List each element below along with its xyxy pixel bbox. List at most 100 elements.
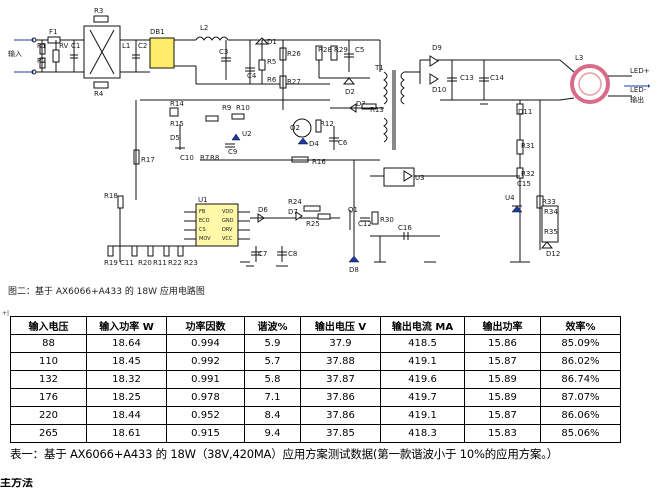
svg-text:L1: L1	[122, 42, 130, 50]
svg-text:D6: D6	[258, 206, 268, 214]
table-row: 110 18.45 0.992 5.7 37.88 419.1 15.87 86…	[10, 352, 621, 371]
svg-text:R15: R15	[170, 120, 184, 128]
controller-U1: U1 FB ECO CS MOV VDD GND DRV VCC	[184, 196, 250, 247]
table-cell: 419.6	[380, 370, 465, 389]
svg-text:D12: D12	[546, 250, 560, 258]
table-row: 220 18.44 0.952 8.4 37.86 419.1 15.87 86…	[10, 406, 621, 425]
table-cell: 419.1	[380, 352, 465, 371]
svg-text:C16: C16	[398, 224, 412, 232]
svg-text:C12: C12	[358, 220, 372, 228]
table-cell: 5.8	[244, 370, 301, 389]
svg-text:R22: R22	[168, 259, 182, 267]
table-cell: 8.4	[244, 406, 301, 425]
svg-text:D4: D4	[309, 140, 319, 148]
svg-text:R18: R18	[104, 192, 118, 200]
svg-text:D5: D5	[170, 134, 180, 142]
table-cell: 85.09%	[540, 334, 621, 353]
circuit-schematic: 输入 F1 R1 R2 RV C1 R3 R4 L1 C2	[8, 7, 650, 274]
svg-text:Q1: Q1	[348, 206, 358, 214]
svg-text:VDD: VDD	[222, 209, 233, 215]
svg-text:F1: F1	[49, 28, 57, 36]
test-data-table: 输入电压 输入功率 W 功率因数 谐波% 输出电压 V 输出电流 MA 输出功率…	[10, 316, 621, 443]
table-cell: 418.3	[380, 424, 465, 443]
table-cell: 18.45	[86, 352, 167, 371]
svg-text:CS: CS	[199, 227, 206, 233]
svg-text:R7: R7	[200, 154, 209, 162]
svg-text:R4: R4	[94, 90, 104, 98]
table-cell: 418.5	[380, 334, 465, 353]
svg-text:R12: R12	[320, 120, 334, 128]
header-output-voltage: 输出电压 V	[300, 316, 381, 335]
table-cell: 88	[10, 334, 87, 353]
next-section-heading: 主方法	[0, 478, 33, 488]
bridge-rectifier-DB1: DB1	[149, 28, 196, 69]
svg-text:D10: D10	[432, 86, 446, 94]
primary-control: R14 R15 D5 C10 R7 R8 R9 R10 U2 C9 Q2 R12…	[104, 99, 384, 209]
table-cell: 0.915	[166, 424, 245, 443]
header-output-current: 输出电流 MA	[380, 316, 465, 335]
svg-text:R33: R33	[542, 198, 556, 206]
table-row: 132 18.32 0.991 5.8 37.87 419.6 15.89 86…	[10, 370, 621, 389]
svg-text:C1: C1	[71, 42, 80, 50]
svg-text:D11: D11	[518, 108, 532, 116]
table-cell: 37.9	[300, 334, 381, 353]
svg-text:R6: R6	[267, 76, 277, 84]
svg-text:L3: L3	[575, 54, 583, 62]
table-cell: 0.978	[166, 388, 245, 407]
svg-text:C8: C8	[288, 250, 297, 258]
svg-text:C10: C10	[180, 154, 194, 162]
table-cell: 15.89	[464, 370, 541, 389]
table-cell: 18.25	[86, 388, 167, 407]
table-row: 265 18.61 0.915 9.4 37.85 418.3 15.83 85…	[10, 424, 621, 443]
table-cell: 9.4	[244, 424, 301, 443]
svg-text:R16: R16	[312, 158, 326, 166]
table-cell: 37.86	[300, 406, 381, 425]
svg-text:R28: R28	[318, 46, 332, 54]
table-cell: 37.87	[300, 370, 381, 389]
svg-text:D9: D9	[432, 44, 442, 52]
svg-text:R23: R23	[184, 259, 198, 267]
table-cell: 7.1	[244, 388, 301, 407]
table-cell: 18.32	[86, 370, 167, 389]
input-label: 输入	[8, 49, 22, 58]
svg-text:R34: R34	[544, 208, 558, 216]
optocoupler-U3: U3	[370, 167, 520, 187]
svg-text:Q2: Q2	[290, 124, 300, 132]
table-cell: 86.02%	[540, 352, 621, 371]
svg-text:ECO: ECO	[199, 218, 210, 224]
bottom-components: R19 C11 R20 R11 R22 R23 C7 C8	[104, 208, 297, 267]
svg-text:R31: R31	[521, 142, 535, 150]
svg-text:L2: L2	[200, 24, 208, 32]
table-header-row: 输入电压 输入功率 W 功率因数 谐波% 输出电压 V 输出电流 MA 输出功率…	[10, 316, 621, 335]
svg-text:U3: U3	[415, 174, 425, 182]
svg-text:R32: R32	[521, 170, 535, 178]
svg-text:FB: FB	[199, 209, 206, 215]
table-cell: 15.87	[464, 352, 541, 371]
svg-text:R3: R3	[94, 7, 103, 15]
svg-text:R11: R11	[153, 259, 167, 267]
svg-text:LED+: LED+	[630, 67, 650, 75]
table-cell: 18.64	[86, 334, 167, 353]
input-terminals: 输入	[8, 37, 37, 75]
figure-caption: 图二：基于 AX6066+A433 的 18W 应用电路图	[8, 287, 205, 297]
table-cell: 15.83	[464, 424, 541, 443]
svg-text:C2: C2	[138, 42, 147, 50]
table-cell: 86.06%	[540, 406, 621, 425]
table-cell: 220	[10, 406, 87, 425]
svg-text:R26: R26	[287, 50, 301, 58]
table-cell: 18.44	[86, 406, 167, 425]
svg-text:D1: D1	[267, 38, 277, 46]
svg-text:C7: C7	[258, 250, 267, 258]
svg-text:R24: R24	[288, 198, 302, 206]
table-cell: 37.86	[300, 388, 381, 407]
svg-text:U4: U4	[505, 194, 515, 202]
svg-text:R19: R19	[104, 259, 118, 267]
transformer-T1: T1	[374, 40, 420, 150]
svg-text:C15: C15	[517, 180, 531, 188]
table-cell: 419.7	[380, 388, 465, 407]
svg-text:LED-: LED-	[630, 86, 647, 94]
output-label: 输出	[630, 95, 644, 104]
output-stage: D9 D10 C13 C14	[419, 44, 560, 105]
svg-text:C6: C6	[338, 139, 348, 147]
table-cell: 37.88	[300, 352, 381, 371]
